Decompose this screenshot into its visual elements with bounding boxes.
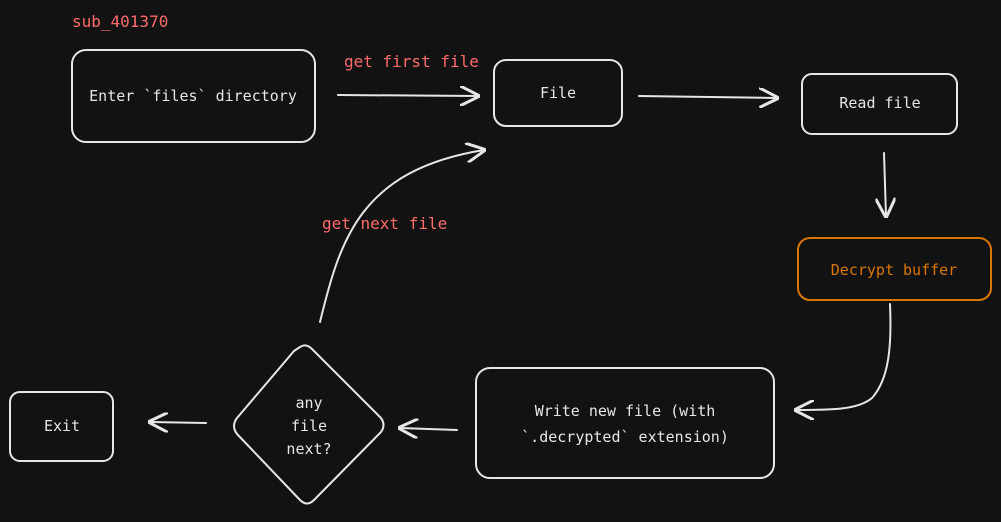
edge-label-get-first-file: get first file: [344, 52, 479, 71]
node-enter-files-directory-label: Enter `files` directory: [89, 87, 297, 105]
edge-label-get-next-file: get next file: [322, 214, 447, 233]
edge-write-to-decision: [400, 428, 458, 430]
diagram-title: sub_401370: [72, 12, 168, 31]
node-any-file-next-line3: next?: [286, 440, 331, 458]
node-decrypt-buffer: Decrypt buffer: [797, 237, 992, 301]
edge-decision-to-exit: [150, 422, 207, 423]
node-any-file-next-decision: any file next?: [233, 344, 385, 505]
node-enter-files-directory: Enter `files` directory: [71, 49, 316, 143]
node-exit-label: Exit: [44, 417, 80, 435]
node-file-label: File: [540, 84, 576, 102]
node-any-file-next-line2: file: [291, 417, 327, 435]
node-write-new-file-line1: Write new file (with: [535, 402, 716, 420]
edge-decrypt-to-write: [796, 303, 892, 410]
node-read-file: Read file: [801, 73, 958, 135]
edge-enter-to-file: [337, 95, 478, 96]
node-write-new-file: Write new file (with `.decrypted` extens…: [475, 367, 775, 479]
node-exit: Exit: [9, 391, 114, 462]
node-decrypt-buffer-label: Decrypt buffer: [831, 261, 957, 279]
node-any-file-next-line1: any: [295, 394, 322, 412]
node-file: File: [493, 59, 623, 127]
node-read-file-label: Read file: [839, 94, 920, 112]
edge-file-to-read-file: [638, 96, 777, 98]
node-write-new-file-line2: `.decrypted` extension): [521, 428, 729, 446]
edge-read-file-to-decrypt: [884, 152, 886, 216]
edge-decision-to-file-loop: [319, 150, 484, 323]
